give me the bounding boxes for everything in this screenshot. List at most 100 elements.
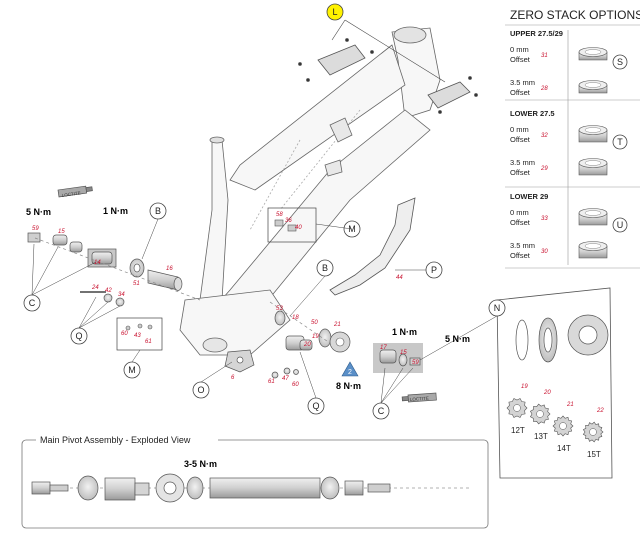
torque-left-5: 5 N·m [26, 207, 51, 217]
part-number: 21 [566, 402, 574, 408]
leader-line [141, 218, 159, 260]
part-number: 14 [94, 260, 101, 266]
leader-line [315, 223, 353, 230]
leader-line [131, 349, 141, 363]
part-number: 61 [145, 339, 152, 345]
callout-q2: Q [307, 397, 325, 415]
torque-left-1: 1 N·m [103, 206, 128, 216]
part-number: 47 [282, 376, 289, 382]
callout-letter: S [617, 57, 623, 67]
cog-21-center [329, 331, 351, 353]
svg-text:B: B [155, 206, 161, 216]
part-number: 53 [276, 306, 283, 312]
leader-line [344, 19, 446, 83]
part-number: 32 [541, 133, 548, 139]
part-number: 58 [276, 212, 283, 218]
part-53-bearing [274, 310, 286, 326]
offset-value: 0 mm [510, 208, 529, 217]
cog-12T [506, 398, 528, 418]
part-number: 42 [105, 288, 112, 294]
pivot-spacer-left [104, 477, 136, 501]
callout-circle [612, 134, 628, 150]
bottom-bracket-shell [202, 337, 228, 353]
svg-text:L: L [332, 7, 337, 17]
part-number: 17 [380, 345, 387, 351]
leader-line [78, 305, 121, 329]
callout-circle [612, 217, 628, 233]
part-number: 40 [295, 225, 302, 231]
svg-text:B: B [322, 263, 328, 273]
pivot-bearing-right [320, 476, 340, 500]
part-number-labels: 59 15 14 51 16 24 42 34 60 43 61 58 36 4… [32, 212, 419, 388]
leader-line [31, 261, 97, 296]
pivot-axle [209, 477, 321, 499]
loctite-tube-right [401, 392, 437, 403]
torque-right-1: 1 N·m [392, 327, 417, 337]
part-42-washer [103, 293, 113, 303]
part-number: 21 [333, 322, 341, 328]
callout-c2: C [372, 402, 390, 420]
svg-text:N: N [494, 303, 501, 313]
part-number: 18 [292, 315, 299, 321]
torque-main-pivot: 3-5 N·m [184, 459, 217, 469]
part-number: 34 [118, 292, 125, 298]
part-59-bolt-right [409, 357, 421, 366]
part-number: 33 [541, 216, 548, 222]
part-47-washer [283, 367, 291, 375]
cog-detail-panel [496, 287, 613, 479]
callout-b1: B [149, 202, 167, 220]
zero-stack-group-header: UPPER 27.5/29 [510, 29, 563, 38]
snap-ring [515, 319, 529, 361]
bike-frame [179, 26, 441, 356]
callout-circle [612, 54, 628, 70]
leader-line [380, 367, 386, 404]
part-number: 59 [412, 360, 419, 366]
leader-line [331, 19, 346, 41]
offset-value: 0 mm [510, 45, 529, 54]
torque-badge-icon [341, 361, 359, 377]
callout-c1: C [23, 294, 41, 312]
torque-labels: 5 N·m 1 N·m 1 N·m 5 N·m 8 N·m 2 3-5 N·m [26, 206, 470, 469]
detail-box-m-upper [267, 207, 317, 243]
callout-l: L [326, 3, 344, 21]
part-number: 15 [400, 350, 407, 356]
part-number: 44 [396, 275, 403, 281]
pivot-bearing-mid [186, 476, 204, 500]
part-number: 19 [312, 334, 319, 340]
part-number: 60 [292, 382, 299, 388]
pivot-bolt-left [31, 481, 51, 495]
leader-line [299, 351, 317, 399]
part-60-nut [293, 369, 299, 375]
part-number: 30 [541, 249, 548, 255]
part-15-spacer-right [398, 353, 408, 367]
part-17-axle [379, 349, 397, 364]
part-number: 20 [543, 390, 551, 396]
torque-badge-number: 2 [348, 369, 352, 376]
offset-word: Offset [510, 88, 531, 97]
part-59-bolt [27, 232, 41, 243]
part-number: 31 [541, 53, 548, 59]
offset-word: Offset [510, 135, 531, 144]
part-number: 59 [32, 226, 39, 232]
part-number: 16 [166, 266, 173, 272]
zero-stack-group-header: LOWER 27.5 [510, 109, 555, 118]
offset-value: 3.5 mm [510, 158, 535, 167]
callout-m2: M [123, 361, 141, 379]
cog-teeth-label: 15T [587, 450, 601, 459]
part-number: 50 [311, 320, 318, 326]
part-number: 60 [121, 331, 128, 337]
main-pivot-title: Main Pivot Assembly - Exploded View [40, 435, 191, 445]
callout-letter: T [617, 137, 623, 147]
bottom-bracket-area [179, 289, 291, 356]
leader-line [289, 275, 326, 317]
callout-letter: U [617, 220, 624, 230]
zero-stack-title: ZERO STACK OPTIONS [510, 8, 640, 22]
part-number: 20 [303, 342, 311, 348]
part-number: 43 [134, 333, 141, 339]
leader-line [31, 243, 35, 296]
svg-text:Q: Q [312, 401, 319, 411]
